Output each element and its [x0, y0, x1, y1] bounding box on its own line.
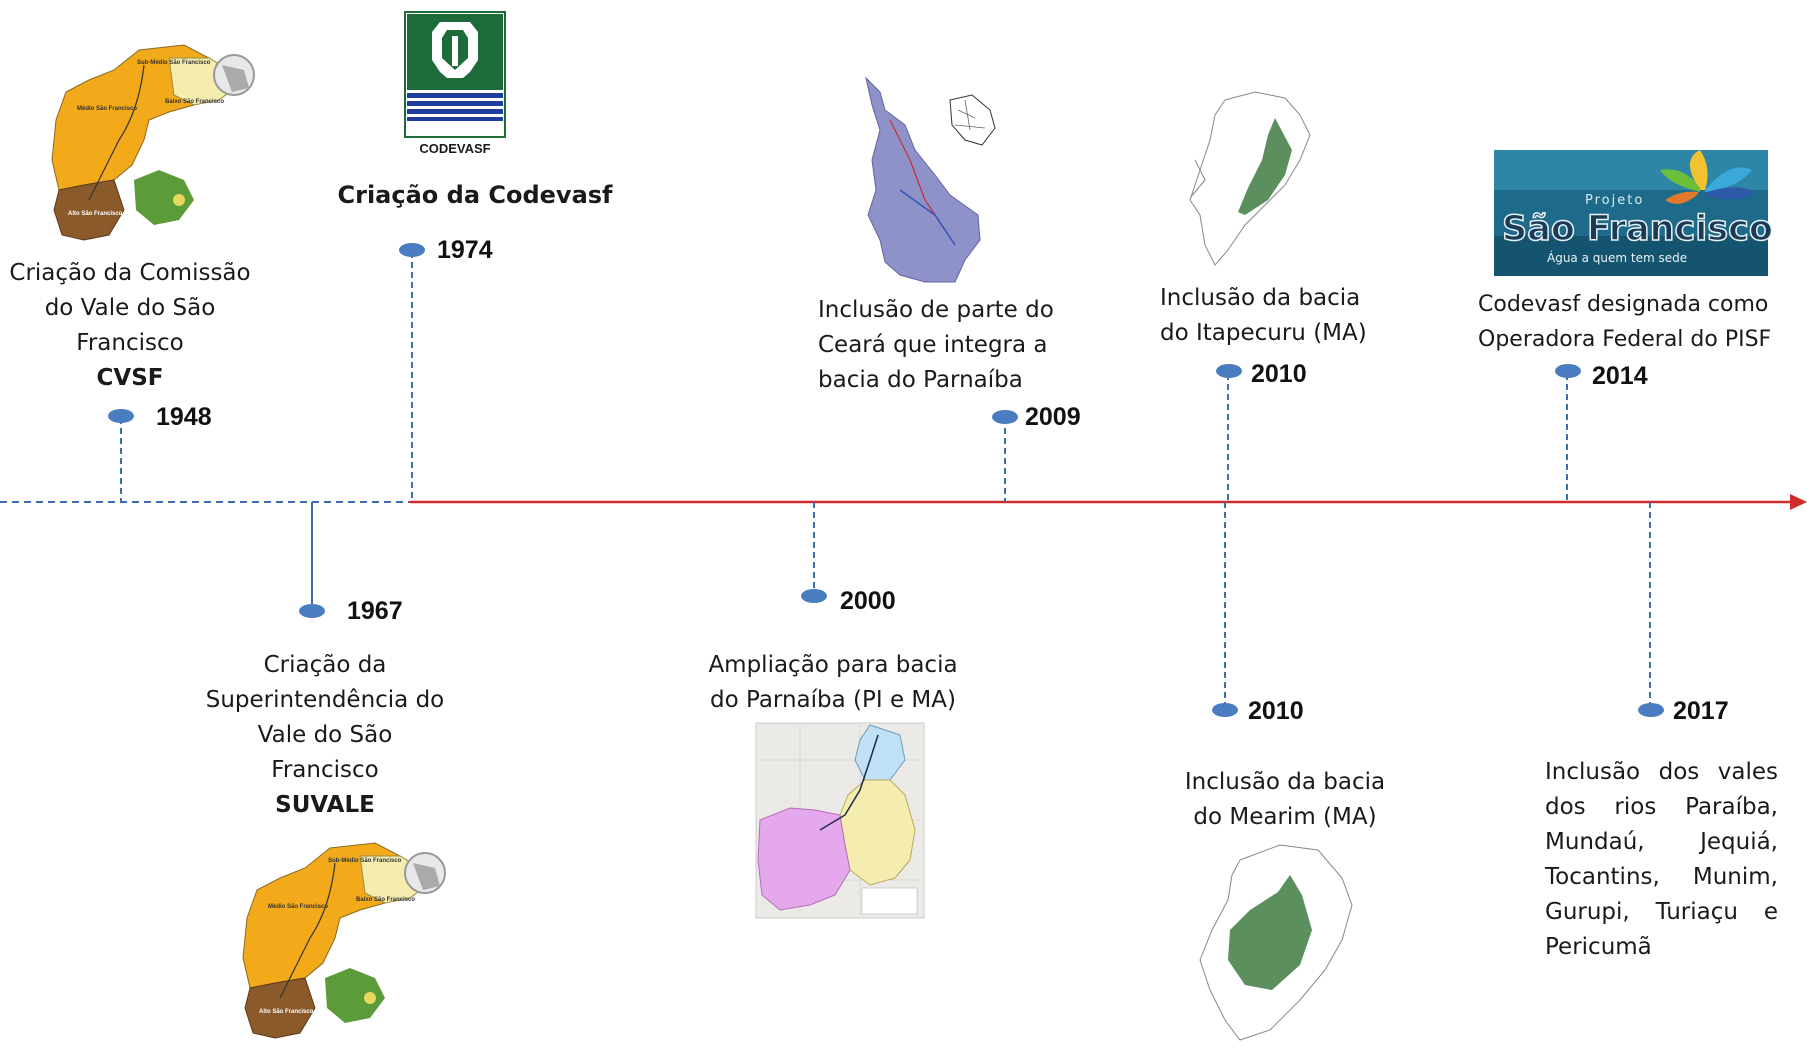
map-1967-label-baixo: Baixo São Francisco [356, 897, 415, 903]
map-1948-label-medio: Médio São Francisco [77, 106, 137, 112]
parnaiba-basin-map [755, 722, 925, 919]
year-2017: 2017 [1673, 697, 1729, 725]
event-2017-description: Inclusão dos vales dos rios Paraíba, Mun… [1545, 759, 1778, 960]
marker-2000 [801, 589, 827, 603]
year-2014: 2014 [1592, 362, 1648, 390]
event-2009-line-2: Ceará que integra a [818, 332, 1048, 358]
event-2014-description: Codevasf designada como Operadora Federa… [1478, 287, 1804, 357]
event-2000-line-2: do Parnaíba (PI e MA) [710, 687, 956, 713]
event-2010a-line-1: Inclusão da bacia [1160, 285, 1361, 311]
marker-2010b [1212, 703, 1238, 717]
year-1974: 1974 [437, 236, 493, 264]
year-1967: 1967 [347, 597, 403, 625]
event-1967-line-1: Criação da [263, 652, 387, 678]
event-2000-description: Ampliação para bacia do Parnaíba (PI e M… [693, 648, 973, 718]
event-1948-acronym: CVSF [96, 365, 164, 391]
event-1948-line-3: Francisco [76, 330, 184, 356]
codevasf-logo [404, 11, 506, 138]
sao-francisco-basin-map-1948 [51, 44, 255, 241]
event-2010b-line-1: Inclusão da bacia [1184, 769, 1386, 795]
event-1948-line-1: Criação da Comissão [9, 260, 251, 286]
map-1948-label-baixo: Baixo São Francisco [165, 99, 224, 105]
event-2010b-description: Inclusão da bacia do Mearim (MA) [1160, 765, 1410, 835]
year-1948: 1948 [156, 403, 212, 431]
mearim-basin-map [1199, 844, 1353, 1041]
event-1974-description: Criação da Codevasf [337, 181, 613, 209]
year-2000: 2000 [840, 587, 896, 615]
parnaiba-ceara-map [865, 76, 996, 283]
sao-francisco-basin-map-1967 [242, 842, 446, 1039]
event-1967-line-2: Superintendência do [205, 687, 445, 713]
event-2009-line-3: bacia do Parnaíba [818, 367, 1023, 393]
psf-logo-top: Projeto [1585, 193, 1644, 208]
map-1948-label-submedio: Sub-Médio São Francisco [137, 60, 211, 66]
marker-1948 [108, 409, 134, 423]
event-2009-line-1: Inclusão de parte do [818, 297, 1054, 323]
psf-logo-tagline: Água a quem tem sede [1547, 250, 1687, 265]
event-2014-line-1: Codevasf designada como [1478, 292, 1769, 317]
event-1967-line-3: Vale do São [257, 722, 393, 748]
marker-2009 [992, 410, 1018, 424]
projeto-sao-francisco-logo [1494, 150, 1768, 276]
itapecuru-basin-map [1189, 91, 1311, 266]
event-1967-line-4: Francisco [271, 757, 379, 783]
marker-1967 [299, 604, 325, 618]
event-1948-description: Criação da Comissão do Vale do São Franc… [0, 256, 260, 396]
marker-2014 [1555, 364, 1581, 378]
marker-2017 [1638, 703, 1664, 717]
event-2014-line-2: Operadora Federal do PISF [1478, 327, 1772, 352]
marker-2010a [1216, 364, 1242, 378]
codevasf-logo-text: CODEVASF [419, 141, 491, 156]
event-2010a-line-2: do Itapecuru (MA) [1160, 320, 1367, 346]
year-2010b: 2010 [1248, 697, 1304, 725]
year-2010a: 2010 [1251, 360, 1307, 388]
year-2009: 2009 [1025, 403, 1081, 431]
event-2009-description: Inclusão de parte do Ceará que integra a… [818, 293, 1078, 398]
map-1948-label-alto: Alto São Francisco [68, 211, 123, 217]
event-2010a-description: Inclusão da bacia do Itapecuru (MA) [1160, 281, 1390, 351]
event-2010b-line-2: do Mearim (MA) [1193, 804, 1377, 830]
psf-logo-main: São Francisco [1502, 209, 1773, 249]
timeline-arrow-head [1790, 494, 1807, 510]
map-1967-label-medio: Médio São Francisco [268, 904, 328, 910]
event-1967-acronym: SUVALE [275, 792, 375, 818]
event-2000-line-1: Ampliação para bacia [708, 652, 958, 678]
event-1948-line-2: do Vale do São [44, 295, 216, 321]
map-1967-label-alto: Alto São Francisco [259, 1009, 314, 1015]
marker-1974 [399, 243, 425, 257]
map-1967-label-submedio: Sub-Médio São Francisco [328, 858, 402, 864]
event-1967-description: Criação da Superintendência do Vale do S… [180, 648, 470, 823]
